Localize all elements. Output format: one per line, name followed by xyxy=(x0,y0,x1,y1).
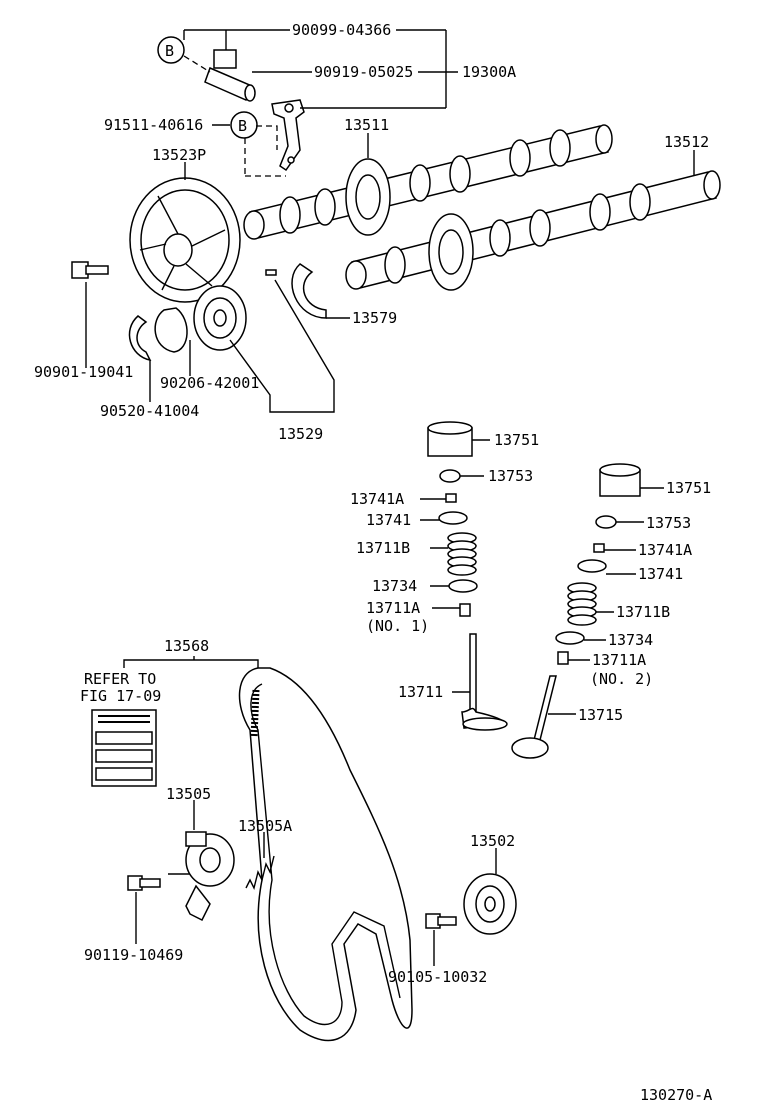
bolt-icon xyxy=(71,261,109,279)
lifter-icon xyxy=(599,463,641,497)
part-label-13753-b: 13753 xyxy=(646,514,691,532)
part-label-13734-b: 13734 xyxy=(608,631,653,649)
bolt-icon xyxy=(425,913,457,929)
retainer-icon xyxy=(438,511,468,525)
spring-icon xyxy=(567,582,597,626)
part-label-90119-10469: 90119-10469 xyxy=(84,946,183,964)
shim-icon xyxy=(595,515,617,529)
sensor-icon xyxy=(204,49,256,102)
refer-line-1: REFER TO xyxy=(84,670,156,688)
part-label-13505A: 13505A xyxy=(238,817,292,835)
part-label-13502: 13502 xyxy=(470,832,515,850)
seal-icon xyxy=(557,651,569,665)
part-label-13711A-b: 13711A xyxy=(592,651,646,669)
part-label-90919-05025: 90919-05025 xyxy=(314,63,413,81)
callout-b-icon xyxy=(157,36,185,64)
callout-b-icon xyxy=(230,111,258,139)
lifter-icon xyxy=(427,421,473,457)
part-label-13741-b: 13741 xyxy=(638,565,683,583)
part-label-13529: 13529 xyxy=(278,425,323,443)
valve-icon xyxy=(461,633,508,731)
spring-icon xyxy=(447,532,477,576)
bolt-icon xyxy=(127,875,161,891)
part-label-13734-a: 13734 xyxy=(372,577,417,595)
spring-seat-icon xyxy=(555,631,585,645)
snap-ring-13579-icon xyxy=(291,263,327,319)
part-label-90099-04366: 90099-04366 xyxy=(292,21,391,39)
callout-b-label: B xyxy=(238,117,247,135)
part-label-13751-a: 13751 xyxy=(494,431,539,449)
key-pin-icon xyxy=(265,269,277,276)
part-label-13753-a: 13753 xyxy=(488,467,533,485)
snap-ring-icon xyxy=(128,315,152,362)
part-label-90105-10032: 90105-10032 xyxy=(388,968,487,986)
cam-sensor-group: B B 90099-04366 90919-05025 1930 xyxy=(104,21,516,177)
part-label-90206-42001: 90206-42001 xyxy=(160,374,259,392)
part-label-13711B-a: 13711B xyxy=(356,539,410,557)
shim-icon xyxy=(439,469,461,483)
label-sticker-icon xyxy=(91,709,157,787)
part-label-90520-41004: 90520-41004 xyxy=(100,402,199,420)
keeper-icon xyxy=(593,543,605,553)
washer-icon xyxy=(154,307,188,353)
part-label-13715: 13715 xyxy=(578,706,623,724)
tensioner-icon xyxy=(185,831,235,922)
part-label-13741A-b: 13741A xyxy=(638,541,692,559)
part-label-91511-40616: 91511-40616 xyxy=(104,116,203,134)
refer-line-2: FIG 17-09 xyxy=(80,687,161,705)
crank-gear-icon xyxy=(193,285,247,351)
spring-icon xyxy=(245,855,275,891)
part-label-13523P: 13523P xyxy=(152,146,206,164)
note-no1: (NO. 1) xyxy=(366,617,429,635)
part-label-13512: 13512 xyxy=(664,133,709,151)
valve-stack-no2 xyxy=(511,463,641,759)
part-label-13741A-a: 13741A xyxy=(350,490,404,508)
part-label-90901-19041: 90901-19041 xyxy=(34,363,133,381)
belt-icon xyxy=(238,667,413,1041)
part-label-13568: 13568 xyxy=(164,637,209,655)
valve-stack-no1 xyxy=(427,421,508,731)
spring-seat-icon xyxy=(448,579,478,593)
figure-id: 130270-A xyxy=(640,1086,712,1104)
part-label-13711A-a: 13711A xyxy=(366,599,420,617)
sensor-bracket-icon xyxy=(271,99,305,172)
part-label-13711B-b: 13711B xyxy=(616,603,670,621)
callout-b-label: B xyxy=(165,42,174,60)
idler-pulley-icon xyxy=(463,873,517,935)
seal-icon xyxy=(459,603,471,617)
part-label-13741-a: 13741 xyxy=(366,511,411,529)
sprocket-icon xyxy=(129,177,241,303)
keeper-icon xyxy=(445,493,457,503)
part-label-13579: 13579 xyxy=(352,309,397,327)
part-label-13711: 13711 xyxy=(398,683,443,701)
camshaft-13511-icon xyxy=(243,124,613,240)
note-no2: (NO. 2) xyxy=(590,670,653,688)
retainer-icon xyxy=(577,559,607,573)
part-label-19300A: 19300A xyxy=(462,63,516,81)
camshaft-13512-icon xyxy=(345,170,721,291)
part-label-13511: 13511 xyxy=(344,116,389,134)
part-label-13505: 13505 xyxy=(166,785,211,803)
valve-icon xyxy=(511,675,557,759)
part-label-13751-b: 13751 xyxy=(666,479,711,497)
